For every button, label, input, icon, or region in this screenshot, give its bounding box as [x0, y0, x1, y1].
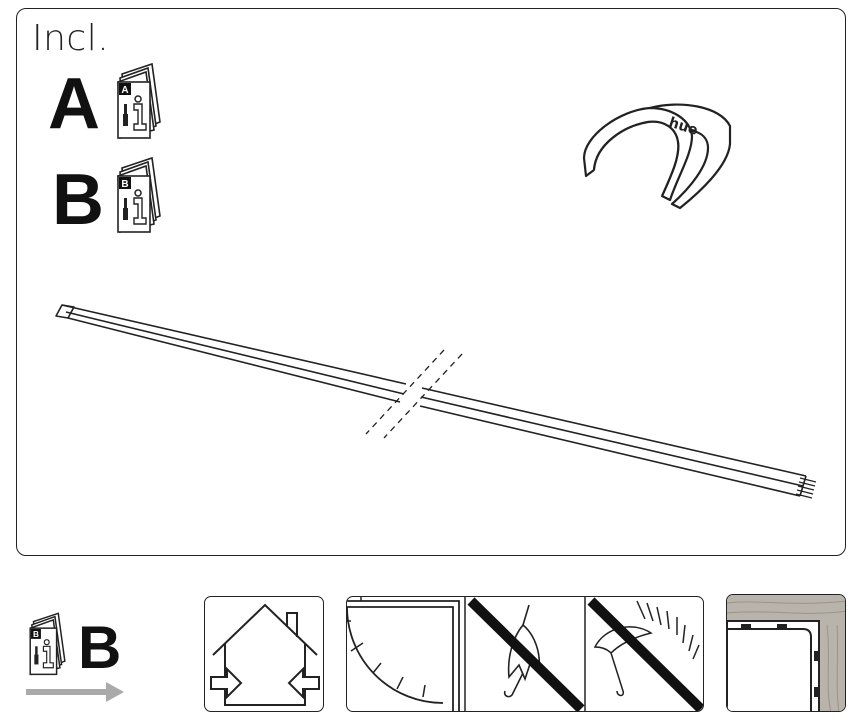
manual-b-tag: B [121, 179, 128, 190]
manual-b-letter: B [52, 160, 104, 240]
no-rain-icon [464, 597, 585, 711]
corner-mounting-box [726, 594, 846, 712]
package-contents-panel [16, 8, 846, 556]
manual-a-letter: A [48, 64, 100, 144]
bottom-manual-tag: B [33, 630, 39, 639]
bottom-manual-letter: B [78, 614, 122, 681]
indoor-use-only-icon [210, 603, 320, 706]
manual-a-book-icon: A [117, 62, 161, 140]
arrow-right-icon [26, 682, 124, 702]
light-strip-illustration [55, 304, 817, 499]
weather-restrictions-box [346, 596, 704, 712]
bottom-manual-book-icon: B [29, 612, 66, 676]
corner-mounting-icon [727, 595, 845, 711]
no-humidity-icon [584, 597, 703, 711]
end-cap-illustration: hue [582, 103, 732, 210]
manual-a-tag: A [121, 85, 128, 96]
indoor-use-box [204, 596, 324, 712]
manual-b-book-icon: B [117, 156, 161, 234]
no-direct-sunlight-icon [347, 597, 460, 711]
included-label: Incl. [32, 18, 110, 59]
